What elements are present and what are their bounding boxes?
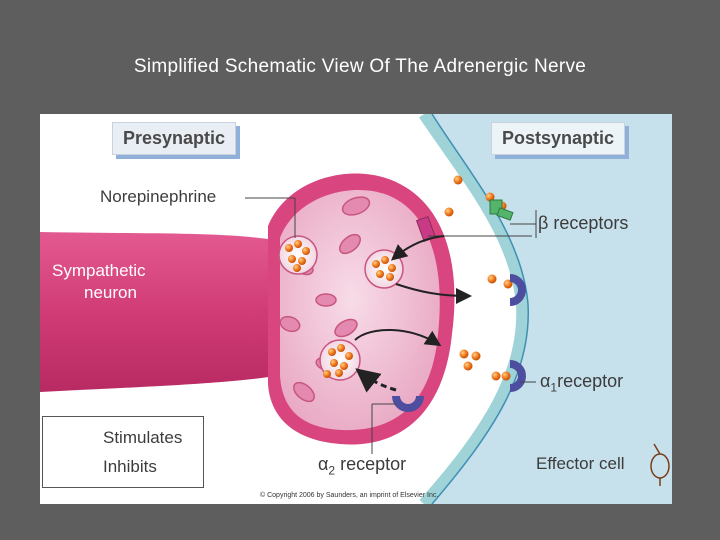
alpha2-receptor xyxy=(392,395,424,412)
alpha2-subscript: 2 xyxy=(328,463,336,478)
stimulate-arrow xyxy=(354,329,442,347)
alpha1-subscript: 1 xyxy=(550,380,558,395)
legend-stimulates: Stimulates xyxy=(95,428,182,448)
sympathetic-label-line1: Sympathetic xyxy=(52,261,146,280)
axon xyxy=(40,232,276,392)
postsynaptic-cell xyxy=(432,114,672,504)
sympathetic-label-line2: neuron xyxy=(84,283,137,302)
alpha2-receptor-label: α2 receptor xyxy=(318,454,406,478)
alpha1-receptor-label: α1receptor xyxy=(540,371,623,395)
copyright-notice: © Copyright 2006 by Saunders, an imprint… xyxy=(260,492,439,499)
legend-stimulates-label: Stimulates xyxy=(103,428,183,447)
beta-symbol: β xyxy=(538,213,549,233)
beta-receptors-label: β receptors xyxy=(538,213,628,234)
stimulate-arrow xyxy=(390,235,445,261)
beta-text: receptors xyxy=(548,213,629,233)
slide-title: Simplified Schematic View Of The Adrener… xyxy=(133,56,587,77)
postsynaptic-membrane xyxy=(419,114,529,504)
legend-inhibits: Inhibits xyxy=(95,457,157,477)
stimulate-arrow xyxy=(395,283,472,304)
alpha1-symbol: α xyxy=(540,371,551,391)
effector-cell-label: Effector cell xyxy=(536,454,625,473)
legend-inhibits-label: Inhibits xyxy=(103,457,157,476)
presynaptic-label: Presynaptic xyxy=(112,122,237,155)
alpha2-symbol: α xyxy=(318,454,329,474)
alpha1-receptor xyxy=(509,274,526,392)
beta-receptor xyxy=(489,199,514,221)
norepinephrine-label: Norepinephrine xyxy=(100,187,217,206)
adrenergic-nerve-diagram: Presynaptic Postsynaptic Norepinephrine … xyxy=(40,114,672,504)
inhibit-arrow xyxy=(355,368,397,393)
postsynaptic-label: Postsynaptic xyxy=(491,122,626,155)
publisher-logo xyxy=(650,443,670,486)
legend: Stimulates Inhibits xyxy=(42,416,204,488)
alpha2-text: receptor xyxy=(335,454,407,474)
sympathetic-neuron-label: Sympathetic neuron xyxy=(52,260,146,304)
diagram-artwork xyxy=(40,114,672,504)
alpha1-text: receptor xyxy=(557,371,624,391)
